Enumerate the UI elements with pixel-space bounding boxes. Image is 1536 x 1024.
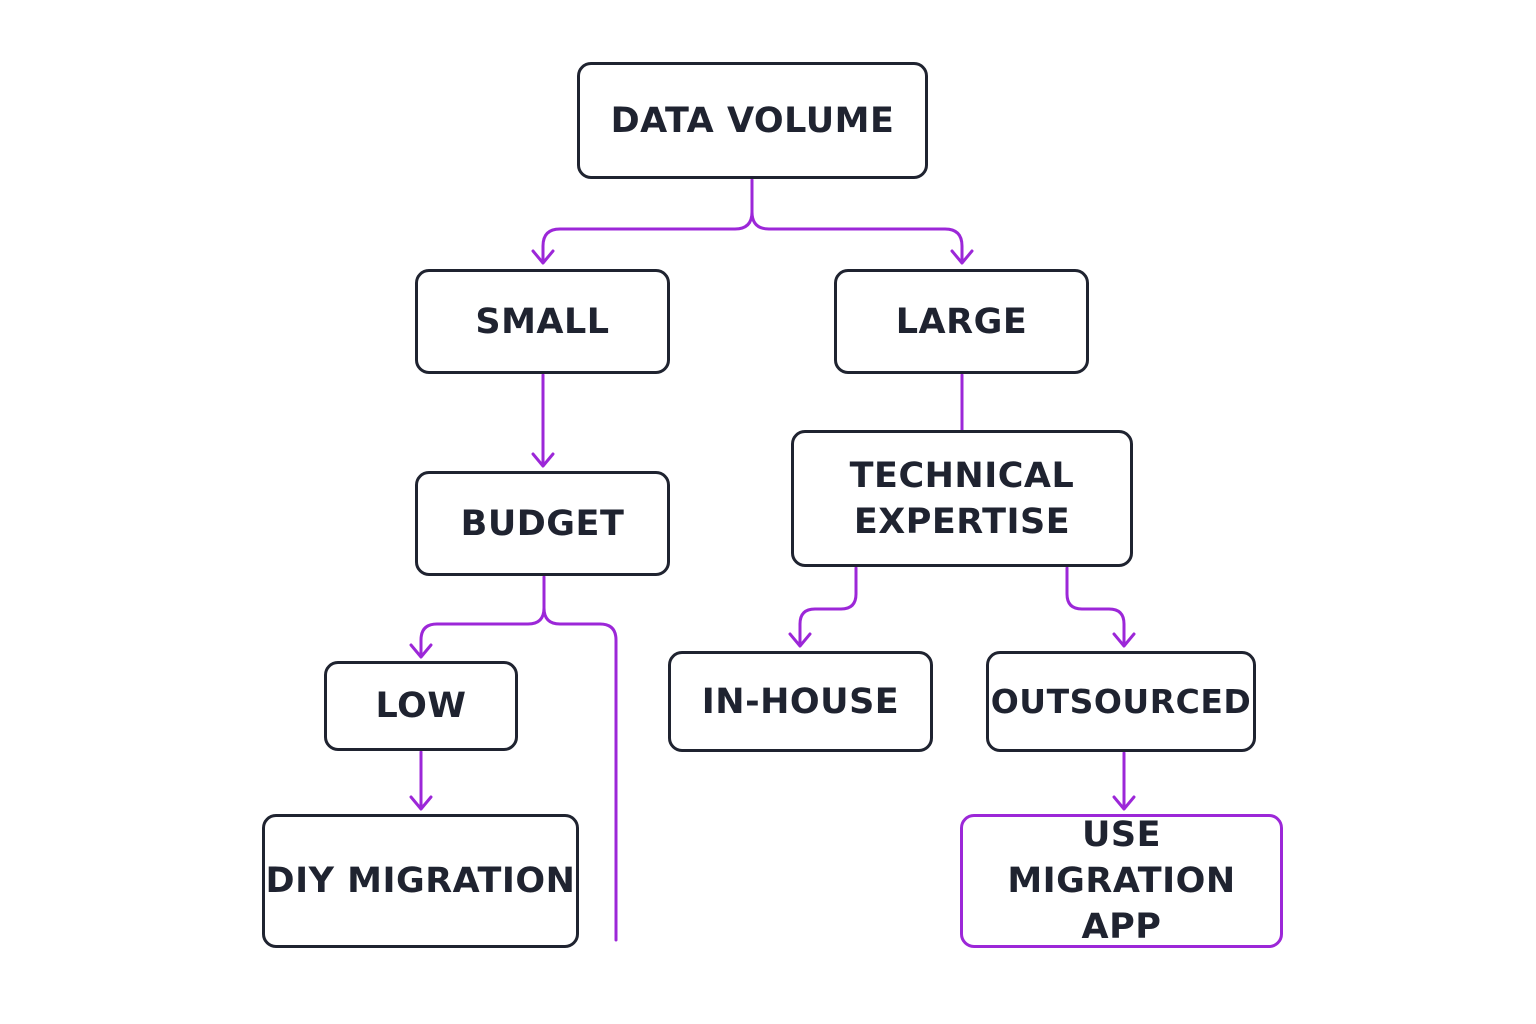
arrowhead-inhouse: [788, 632, 812, 648]
node-diy-migration-label: DIY MIGRATION: [265, 861, 576, 901]
node-technical-expertise-label: TECHNICAL EXPERTISE: [849, 455, 1075, 542]
connector-technical-to-outsourced: [1065, 566, 1126, 647]
connector-technical-to-inhouse: [798, 566, 858, 647]
node-technical-expertise: TECHNICAL EXPERTISE: [791, 430, 1133, 567]
arrowhead-small: [531, 249, 555, 265]
connector-data-volume-to-small: [541, 178, 754, 264]
arrowhead-budget: [531, 452, 555, 468]
connector-budget-branch-line: [542, 606, 618, 942]
node-outsourced-label: OUTSOURCED: [990, 681, 1252, 721]
node-use-migration-app: USE MIGRATION APP: [960, 814, 1283, 948]
arrowhead-diy: [409, 795, 433, 811]
node-data-volume-label: DATA VOLUME: [610, 100, 895, 141]
node-low-label: LOW: [375, 686, 467, 726]
arrowhead-useapp: [1112, 795, 1136, 811]
node-budget: BUDGET: [415, 471, 670, 576]
node-in-house: IN-HOUSE: [668, 651, 933, 752]
arrowhead-outsourced: [1112, 632, 1136, 648]
node-low: LOW: [324, 661, 518, 751]
arrowhead-large: [950, 249, 974, 265]
node-small-label: SMALL: [475, 301, 610, 342]
node-data-volume: DATA VOLUME: [577, 62, 928, 179]
arrowhead-low: [409, 643, 433, 659]
connector-budget-to-low: [419, 575, 546, 658]
connector-data-volume-to-large: [750, 210, 964, 264]
node-budget-label: BUDGET: [460, 503, 625, 544]
node-diy-migration: DIY MIGRATION: [262, 814, 579, 948]
node-in-house-label: IN-HOUSE: [701, 681, 900, 722]
node-large: LARGE: [834, 269, 1089, 374]
node-outsourced: OUTSOURCED: [986, 651, 1256, 752]
node-large-label: LARGE: [895, 301, 1028, 342]
node-small: SMALL: [415, 269, 670, 374]
node-use-migration-app-label: USE MIGRATION APP: [1007, 815, 1236, 947]
